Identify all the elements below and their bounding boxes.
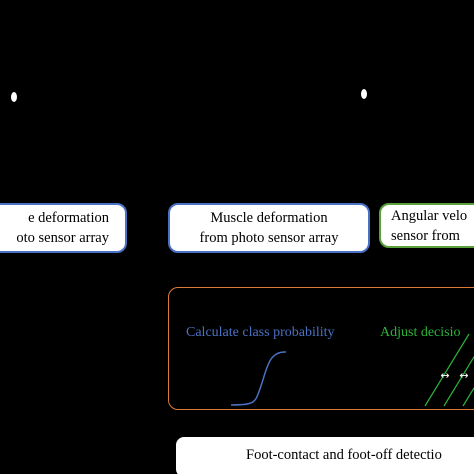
adjust-arrow-icon-left: ↔	[440, 369, 449, 382]
classifier-graphics: ↔ ↔	[230, 333, 474, 407]
input-box-left-line2: oto sensor array	[16, 230, 109, 246]
output-box-detection: Foot-contact and foot-off detectio	[176, 437, 474, 474]
decision-line-3	[462, 386, 474, 407]
input-box-right-line2: sensor from	[391, 227, 460, 244]
sigmoid-curve	[230, 351, 287, 406]
input-box-left-line1: e deformation	[28, 210, 109, 226]
input-box-photo-sensor-middle: Muscle deformation from photo sensor arr…	[168, 203, 370, 253]
input-box-angular-velocity: Angular velo sensor from	[379, 203, 474, 248]
input-box-photo-sensor-left: e deformation oto sensor array	[0, 203, 127, 253]
input-box-middle-line2: from photo sensor array	[199, 230, 339, 246]
adjust-arrow-icon-right: ↔	[459, 369, 468, 382]
decision-line-1	[424, 333, 470, 407]
decision-line-2	[443, 355, 474, 407]
marker-dot-right	[361, 89, 367, 99]
input-box-middle-line1: Muscle deformation	[210, 210, 328, 226]
marker-dot-left	[11, 92, 17, 102]
classifier-panel: Calculate class probability Adjust decis…	[168, 287, 474, 410]
adjust-decision-label: Adjust decisio	[380, 325, 461, 340]
input-box-right-line1: Angular velo	[391, 207, 468, 224]
class-probability-label: Calculate class probability	[186, 325, 335, 340]
